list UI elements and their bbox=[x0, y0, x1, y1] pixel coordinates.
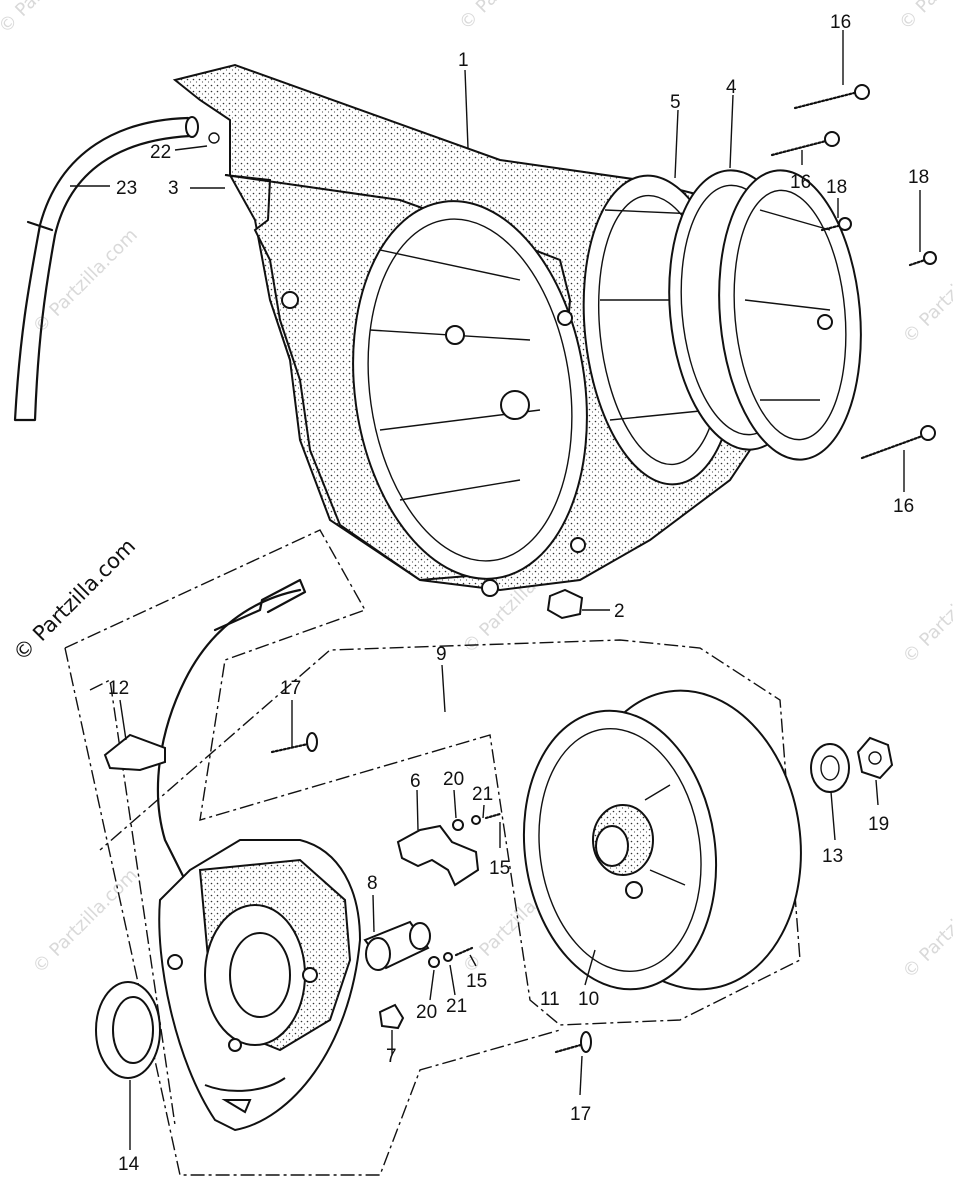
lock-washer-part-21 bbox=[443, 952, 453, 962]
screw-part-15 bbox=[484, 812, 502, 820]
rotor-part-10 bbox=[522, 689, 802, 991]
callout-18: 18 bbox=[908, 167, 929, 188]
clip-part-22 bbox=[208, 132, 220, 144]
callout-22: 22 bbox=[150, 142, 171, 163]
callout-11: 11 bbox=[540, 989, 560, 1010]
lock-washer-part-21 bbox=[471, 815, 481, 825]
washer-part-20 bbox=[452, 819, 464, 831]
nut-part-19 bbox=[856, 736, 894, 780]
condenser-part-8 bbox=[363, 920, 431, 971]
oil-seal-part-14 bbox=[95, 981, 161, 1079]
callout-17: 17 bbox=[280, 678, 301, 699]
connector-part-12 bbox=[103, 733, 166, 772]
screw-part-15 bbox=[454, 946, 474, 957]
bolt-part-17 bbox=[270, 732, 318, 754]
callout-8: 8 bbox=[367, 873, 378, 894]
callout-18: 18 bbox=[826, 177, 847, 198]
grommet-part-2 bbox=[546, 588, 584, 620]
callout-16: 16 bbox=[790, 172, 811, 193]
stator-base-part-11 bbox=[158, 839, 362, 1132]
callout-4: 4 bbox=[726, 77, 737, 98]
callout-1: 1 bbox=[458, 50, 469, 71]
cap-part-4 bbox=[718, 169, 862, 461]
callout-3: 3 bbox=[168, 178, 179, 199]
contact-breaker-part-6 bbox=[396, 824, 480, 887]
callout-17: 17 bbox=[570, 1104, 591, 1125]
callout-23: 23 bbox=[116, 178, 137, 199]
callout-20: 20 bbox=[443, 769, 464, 790]
callout-20: 20 bbox=[416, 1002, 437, 1023]
screw-part-18 bbox=[820, 217, 852, 232]
watermark-faint: © Partzilla.com bbox=[899, 555, 953, 668]
callout-21: 21 bbox=[446, 996, 467, 1017]
felt-part-7 bbox=[378, 1003, 405, 1030]
watermark-faint: © Partzilla.com bbox=[895, 0, 953, 34]
screw-part-18 bbox=[908, 251, 937, 267]
callout-5: 5 bbox=[670, 92, 681, 113]
callout-10: 10 bbox=[578, 989, 599, 1010]
wire-harness bbox=[103, 578, 307, 882]
bolt-part-17 bbox=[554, 1031, 592, 1054]
bolt-part-16 bbox=[860, 425, 936, 460]
watermark-faint: © Partzilla.com bbox=[899, 235, 953, 348]
watermark-faint: © Partzilla.com bbox=[0, 0, 108, 38]
leader-lines bbox=[70, 30, 921, 1150]
washer-part-20 bbox=[428, 956, 440, 968]
watermark-main: © Partzilla.com bbox=[9, 534, 141, 666]
callout-14: 14 bbox=[118, 1154, 140, 1175]
callout-2: 2 bbox=[614, 601, 625, 622]
bolt-part-16 bbox=[793, 84, 870, 110]
watermark-faint: © Partzilla.com bbox=[899, 870, 953, 983]
callout-7: 7 bbox=[386, 1046, 397, 1067]
hose-part-23 bbox=[13, 116, 199, 422]
watermark-faint: © Partzilla.com bbox=[455, 0, 568, 34]
callout-16: 16 bbox=[830, 12, 851, 33]
bolt-part-16 bbox=[770, 131, 840, 157]
callout-9: 9 bbox=[436, 644, 447, 665]
callout-19: 19 bbox=[868, 814, 889, 835]
watermark-faint: © Partzilla.com bbox=[29, 225, 142, 338]
callout-12: 12 bbox=[108, 678, 129, 699]
washer-part-13 bbox=[810, 743, 850, 793]
callout-13: 13 bbox=[822, 846, 843, 867]
callout-15: 15 bbox=[466, 971, 487, 992]
callout-21: 21 bbox=[472, 784, 493, 805]
assembly-outline-9 bbox=[64, 529, 801, 1026]
callout-15: 15 bbox=[489, 858, 510, 879]
callout-6: 6 bbox=[410, 771, 421, 792]
callout-labels: 1 2 3 4 5 6 7 8 9 10 11 12 13 14 15 15 1… bbox=[108, 12, 929, 1175]
callout-16: 16 bbox=[893, 496, 914, 517]
